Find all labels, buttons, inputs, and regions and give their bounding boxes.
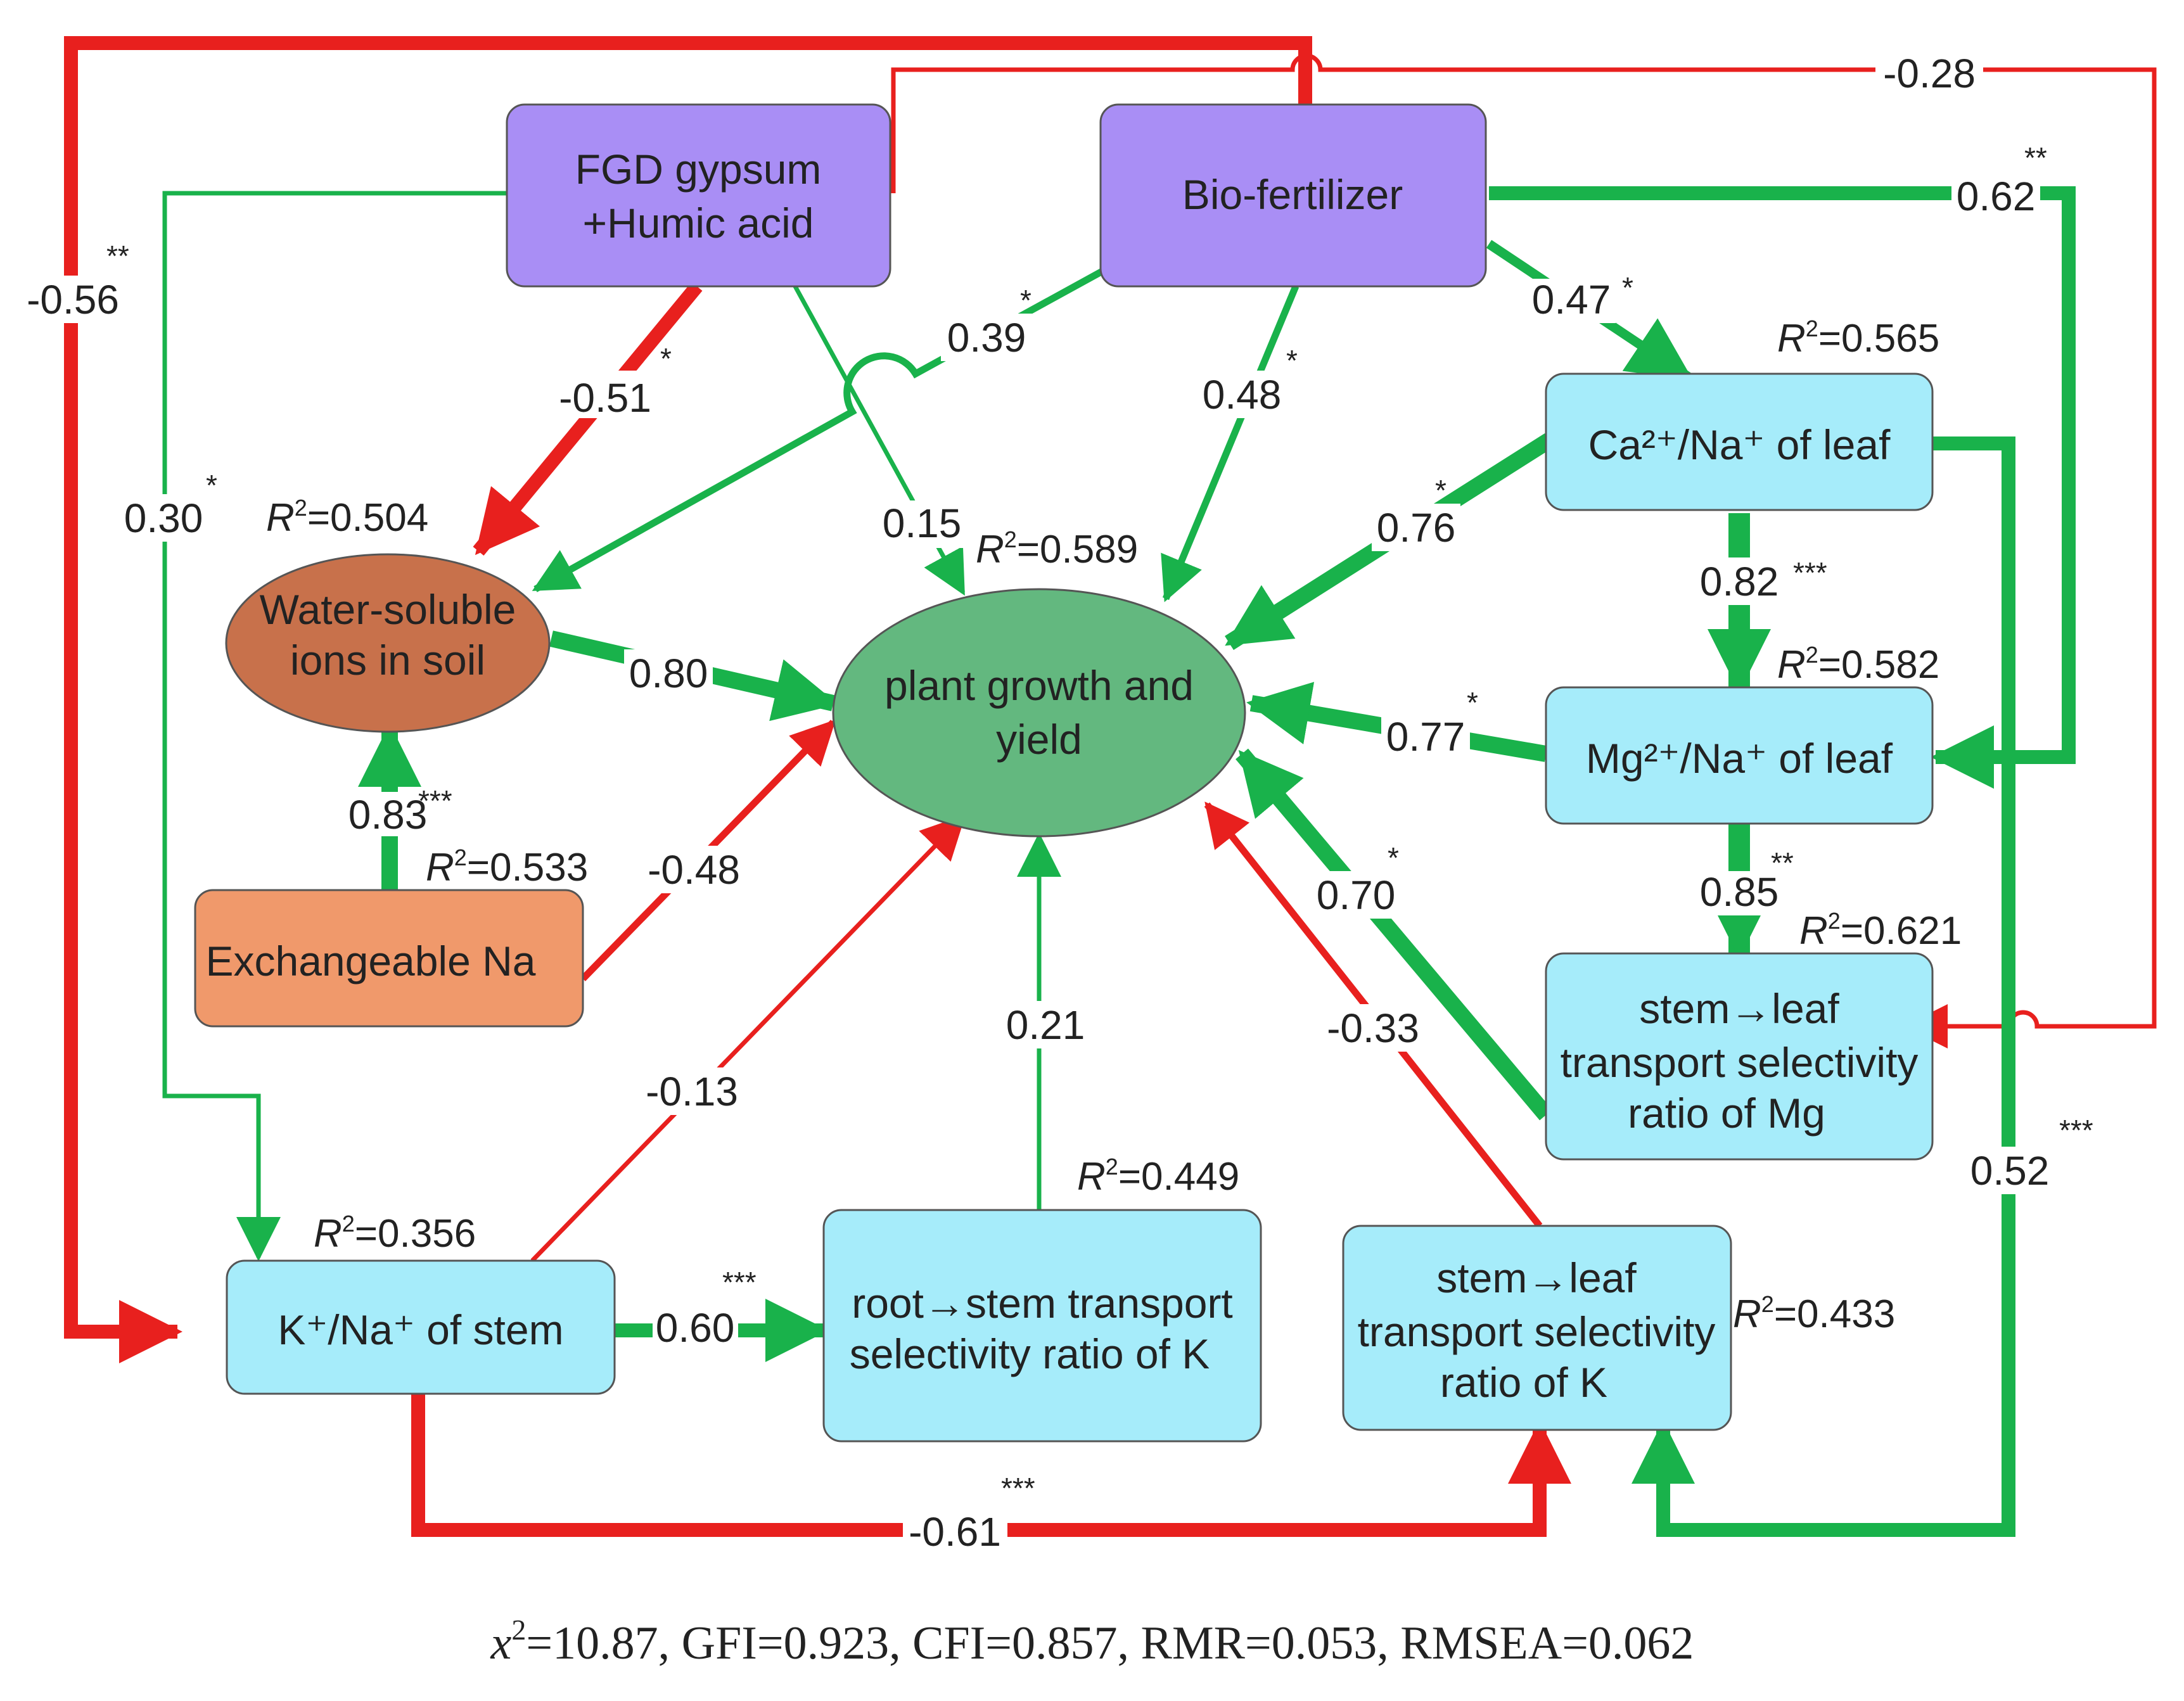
sig-exna-water: *** <box>418 784 452 817</box>
coef-fgd-water: -0.51 <box>559 375 651 421</box>
sig-bio-kstem: ** <box>106 239 129 272</box>
arrow-bio-to-water <box>532 268 1104 592</box>
coef-kstem-rootk: 0.60 <box>656 1305 735 1351</box>
node-ksel-line2: transport selectivity <box>1358 1308 1716 1355</box>
coef-fgd-kstem: 0.30 <box>124 495 203 541</box>
sig-ca-plant: * <box>1435 474 1446 507</box>
coef-ca-ksel: 0.52 <box>1970 1148 2050 1194</box>
sig-bio-water: * <box>1020 284 1031 317</box>
node-ksel-line1: stem→leaf <box>1436 1254 1637 1301</box>
coef-bio-water: 0.39 <box>947 315 1026 360</box>
r2-rootk: R2=0.449 <box>1077 1154 1239 1199</box>
coef-kstem-ksel: -0.61 <box>909 1509 1001 1555</box>
node-mgsel-line1: stem→leaf <box>1639 985 1839 1032</box>
sig-kstem-rootk: *** <box>722 1266 757 1299</box>
arrow-mgsel-to-plant <box>1236 748 1552 1121</box>
node-ca-na-leaf: Ca²⁺/Na⁺ of leaf <box>1545 373 1934 511</box>
coef-fgd-mgsel: -0.28 <box>1883 51 1976 96</box>
coef-mg-plant: 0.77 <box>1386 714 1466 760</box>
node-ca-label: Ca²⁺/Na⁺ of leaf <box>1588 421 1891 468</box>
coef-ca-mg: 0.82 <box>1700 559 1779 604</box>
node-exchangeable-na: Exchangeable Na <box>194 889 584 1028</box>
r2-mgsel: R2=0.621 <box>1799 908 1962 953</box>
arrow-bio-to-kstem <box>64 36 1312 1363</box>
node-kstem-label: K⁺/Na⁺ of stem <box>278 1306 563 1353</box>
coef-exna-water: 0.83 <box>348 792 428 838</box>
coef-exna-plant: -0.48 <box>648 847 740 893</box>
node-fgd-line2: +Humic acid <box>583 200 814 246</box>
sig-kstem-ksel: *** <box>1001 1472 1035 1505</box>
node-mgsel-line2: transport selectivity <box>1561 1039 1919 1086</box>
nodes: FGD gypsum +Humic acid Bio-fertilizer Wa… <box>194 103 1934 1443</box>
coef-water-plant: 0.80 <box>629 651 708 696</box>
r2-mg: R2=0.582 <box>1777 642 1939 687</box>
coef-bio-mg: 0.62 <box>1957 174 2036 219</box>
node-mgsel-line3: ratio of Mg <box>1628 1090 1825 1137</box>
r2-kstem: R2=0.356 <box>314 1211 476 1256</box>
node-rootk-line2: selectivity ratio of K <box>850 1330 1210 1377</box>
arrow-kstem-to-plant <box>530 814 966 1263</box>
r2-plant: R2=0.589 <box>976 526 1138 571</box>
node-mg-label: Mg²⁺/Na⁺ of leaf <box>1586 735 1893 782</box>
node-root-stem-k-selectivity: root→stem transport selectivity ratio of… <box>822 1209 1262 1443</box>
arrow-bio-to-plant <box>1161 284 1300 602</box>
r2-exna: R2=0.533 <box>426 844 588 889</box>
node-ksel-line3: ratio of K <box>1440 1359 1607 1406</box>
r2-water: R2=0.504 <box>266 495 428 540</box>
node-stem-leaf-k-selectivity: stem→leaf transport selectivity ratio of… <box>1342 1225 1732 1431</box>
sig-ca-mg: *** <box>1793 556 1827 589</box>
node-bio-fertilizer: Bio-fertilizer <box>1099 103 1487 288</box>
sig-bio-mg: ** <box>2024 141 2047 174</box>
coef-bio-plant: 0.48 <box>1203 372 1282 417</box>
node-plant-line2: yield <box>996 716 1082 763</box>
node-fgd-humic: FGD gypsum +Humic acid <box>506 103 891 288</box>
node-mg-na-leaf: Mg²⁺/Na⁺ of leaf <box>1545 686 1934 825</box>
sig-fgd-water: * <box>660 342 672 375</box>
node-plant-line1: plant growth and <box>884 662 1194 709</box>
coef-ksel-plant: -0.33 <box>1327 1005 1419 1051</box>
sig-bio-ca: * <box>1622 271 1633 304</box>
sig-mg-mgsel: ** <box>1771 846 1794 879</box>
coef-bio-kstem: -0.56 <box>27 277 119 322</box>
node-fgd-line1: FGD gypsum <box>575 146 822 193</box>
node-plant-growth-yield: plant growth and yield <box>832 588 1246 838</box>
sig-mgsel-plant: * <box>1388 841 1399 874</box>
coef-bio-ca: 0.47 <box>1532 277 1611 322</box>
r2-ksel: R2=0.433 <box>1733 1291 1895 1336</box>
coef-kstem-plant: -0.13 <box>646 1069 738 1114</box>
coef-rootk-plant: 0.21 <box>1006 1002 1085 1048</box>
coef-fgd-plant: 0.15 <box>883 500 962 546</box>
coef-mgsel-plant: 0.70 <box>1317 872 1396 918</box>
arrow-ca-to-ksel <box>1632 436 2015 1537</box>
sig-bio-plant: * <box>1286 344 1298 377</box>
node-rootk-line1: root→stem transport <box>852 1280 1233 1327</box>
r-squared-labels: R2=0.504 R2=0.533 R2=0.589 R2=0.565 R2=0… <box>266 315 1962 1336</box>
node-bio-label: Bio-fertilizer <box>1182 171 1403 218</box>
model-fit-statistics: x2=10.87, GFI=0.923, CFI=0.857, RMR=0.05… <box>490 1614 1694 1669</box>
arrow-fgd-to-kstem <box>162 191 507 1261</box>
path-coefficient-labels: -0.51 * 0.15 0.30 * -0.28 -0.56 ** 0.39 … <box>25 48 2093 1555</box>
sig-mg-plant: * <box>1467 686 1478 719</box>
sig-fgd-kstem: * <box>206 469 217 502</box>
coef-ca-plant: 0.76 <box>1377 505 1456 551</box>
sig-ca-ksel: *** <box>2059 1114 2093 1147</box>
arrow-fgd-to-water <box>473 281 703 556</box>
node-exna-label: Exchangeable Na <box>205 938 535 984</box>
coef-mg-mgsel: 0.85 <box>1700 869 1779 915</box>
node-k-na-stem: K⁺/Na⁺ of stem <box>226 1259 616 1395</box>
r2-ca: R2=0.565 <box>1777 315 1939 360</box>
node-water-line1: Water-soluble <box>260 586 516 633</box>
node-water-line2: ions in soil <box>290 637 485 684</box>
node-water-soluble-ions: Water-soluble ions in soil <box>225 553 551 733</box>
node-stem-leaf-mg-selectivity: stem→leaf transport selectivity ratio of… <box>1545 952 1934 1161</box>
